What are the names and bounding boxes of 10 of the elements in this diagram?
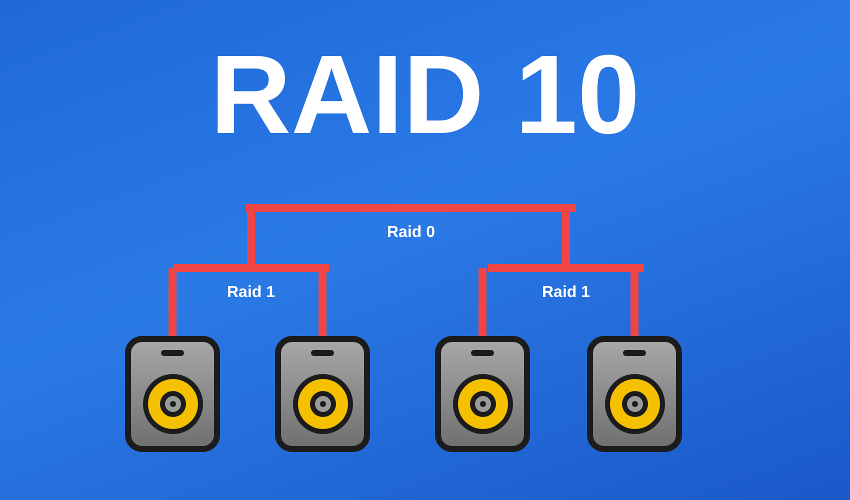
hard-drive-icon: [587, 336, 682, 452]
hard-drive-icon: [275, 336, 370, 452]
hard-drive-icon: [435, 336, 530, 452]
connector-line: [478, 268, 486, 336]
raid-level-label: Raid 0: [386, 224, 435, 242]
connector-line: [168, 268, 176, 336]
hard-drive-icon: [125, 336, 220, 452]
title: RAID 10: [209, 31, 641, 159]
raid-level-label: Raid 1: [226, 284, 275, 302]
raid-level-label: Raid 1: [542, 284, 590, 302]
